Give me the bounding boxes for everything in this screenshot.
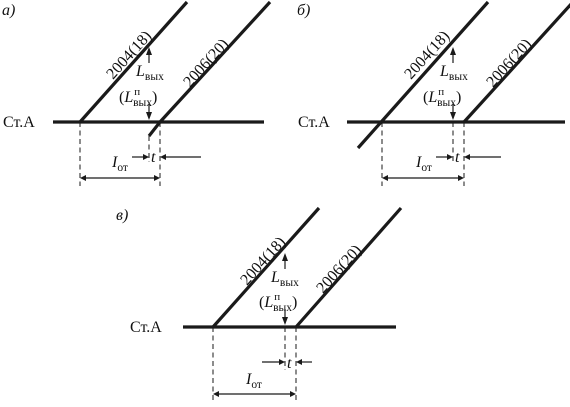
l-exit-label: Lвых	[135, 63, 164, 83]
train-label-right: 2006(20)	[483, 36, 535, 91]
train-label-right: 2006(20)	[180, 36, 232, 91]
train-path-right	[462, 2, 570, 124]
interval-label: Iот	[245, 371, 262, 391]
t-arrow-right	[160, 154, 166, 160]
l-marker-arrow-up	[450, 47, 456, 55]
interval-label: Iот	[415, 154, 432, 174]
train-path-left	[211, 206, 321, 329]
train-path-right-start	[147, 121, 162, 137]
interval-arrow-left	[213, 391, 219, 397]
train-label-right: 2006(20)	[313, 242, 365, 297]
l-marker-arrow-down	[450, 112, 456, 120]
station-label: Ст.А	[298, 114, 330, 131]
l-marker-arrow-down	[282, 317, 288, 325]
l-marker-arrow-up	[146, 47, 152, 55]
l-exit-label: Lвых	[270, 269, 299, 289]
interval-arrow-left	[80, 175, 86, 181]
train-path-left	[78, 0, 189, 124]
train-path-right	[158, 0, 272, 124]
interval-label: Iот	[111, 154, 128, 174]
interval-arrow-right	[154, 175, 160, 181]
t-label: t	[287, 355, 292, 372]
t-arrow-right	[464, 154, 470, 160]
train-path-right	[294, 206, 403, 329]
panel-letter: в)	[116, 207, 128, 224]
l-marker-arrow-up	[282, 253, 288, 261]
panel-letter: а)	[2, 2, 15, 19]
t-arrow-left	[279, 359, 285, 365]
t-label: t	[151, 149, 156, 166]
interval-arrow-right	[458, 175, 464, 181]
interval-arrow-left	[382, 175, 388, 181]
l-exit-label: Lвых	[439, 63, 468, 83]
station-label: Ст.А	[130, 319, 162, 336]
t-arrow-left	[143, 154, 149, 160]
interval-arrow-right	[290, 391, 296, 397]
panel-letter: б)	[297, 2, 310, 19]
t-label: t	[455, 149, 460, 166]
t-arrow-right	[296, 359, 302, 365]
l-marker-arrow-down	[146, 112, 152, 120]
station-label: Ст.А	[3, 114, 35, 131]
train-path-left	[356, 0, 490, 150]
t-arrow-left	[447, 154, 453, 160]
